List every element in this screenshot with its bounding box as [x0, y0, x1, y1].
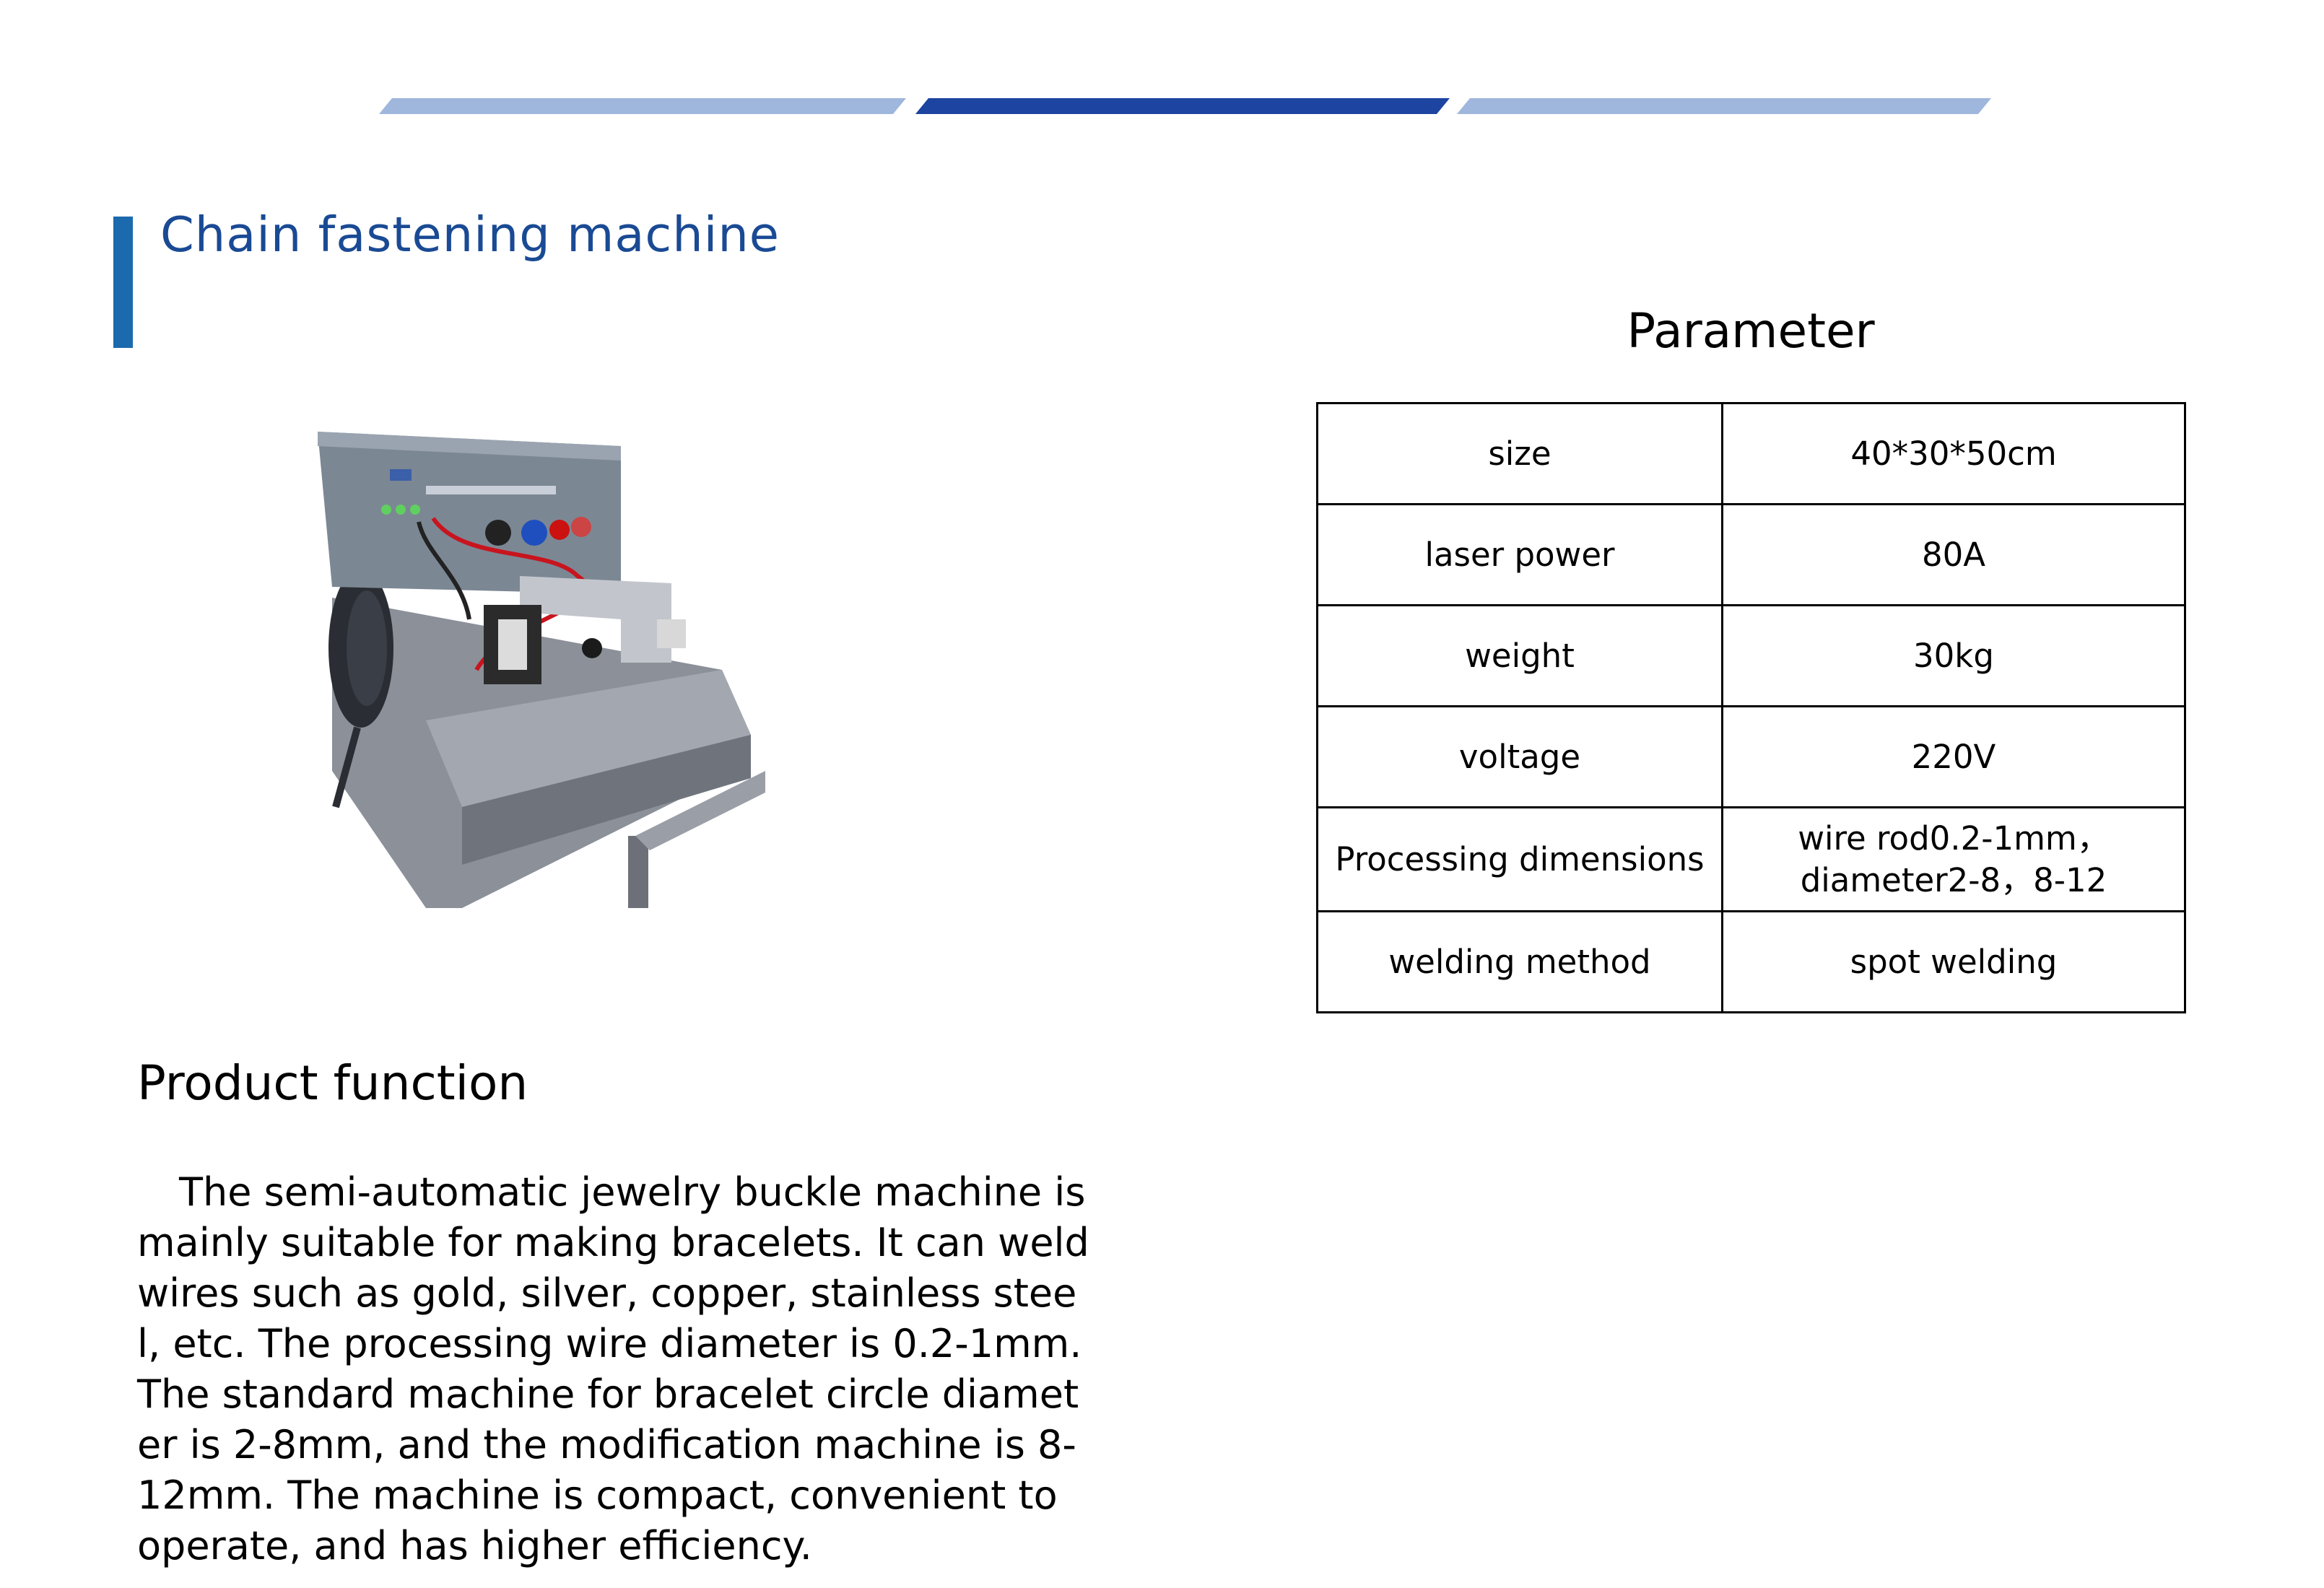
- table-row: size 40*30*50cm: [1316, 402, 2186, 505]
- chain-fastening-machine-photo: [318, 432, 765, 908]
- parameter-heading: Parameter: [1627, 303, 1875, 359]
- param-value: 220V: [1721, 705, 2186, 808]
- param-value: 40*30*50cm: [1721, 402, 2186, 505]
- table-row: weight 30kg: [1316, 604, 2186, 707]
- table-row: Processing dimensions wire rod0.2-1mm，di…: [1316, 806, 2186, 912]
- table-row: welding method spot welding: [1316, 910, 2186, 1013]
- param-value: wire rod0.2-1mm，diameter2-8，8-12: [1721, 806, 2186, 912]
- param-label: weight: [1316, 604, 1723, 707]
- table-row: voltage 220V: [1316, 705, 2186, 808]
- progress-step-3: [1457, 98, 1991, 114]
- param-label: voltage: [1316, 705, 1723, 808]
- product-function-text: The semi-automatic jewelry buckle machin…: [137, 1169, 1089, 1569]
- product-function-heading: Product function: [137, 1055, 528, 1111]
- title-accent-bar: [113, 217, 133, 348]
- product-photo: [318, 432, 765, 908]
- param-value: spot welding: [1721, 910, 2186, 1013]
- table-row: laser power 80A: [1316, 503, 2186, 606]
- param-value: 80A: [1721, 503, 2186, 606]
- param-value: 30kg: [1721, 604, 2186, 707]
- parameter-table: size 40*30*50cm laser power 80A weight 3…: [1316, 402, 2186, 1013]
- param-label: Processing dimensions: [1316, 806, 1723, 912]
- progress-step-1: [379, 98, 906, 114]
- progress-bars: [0, 0, 2324, 144]
- param-label: welding method: [1316, 910, 1723, 1013]
- progress-step-2-active: [915, 98, 1450, 114]
- param-label: laser power: [1316, 503, 1723, 606]
- param-label: size: [1316, 402, 1723, 505]
- page-title: Chain fastening machine: [160, 206, 780, 263]
